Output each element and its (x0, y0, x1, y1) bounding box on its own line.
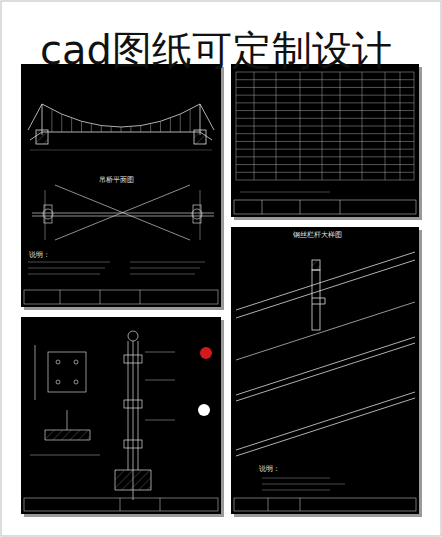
table-col-line (340, 72, 341, 180)
table-row-line (236, 87, 414, 88)
notes-lines (28, 262, 205, 274)
table-col-line (300, 72, 301, 180)
table-row-line (236, 126, 414, 127)
notes-lines (262, 478, 345, 490)
table-row-line (236, 102, 414, 103)
hanger-rod (140, 126, 141, 132)
drawing-panel (231, 64, 419, 217)
table-col-line (400, 72, 401, 180)
note-line (240, 192, 330, 193)
table-row-line (236, 172, 414, 173)
title-block (234, 200, 416, 214)
hanger-rod (150, 124, 151, 132)
drawing-panel (21, 64, 221, 307)
red-marker (200, 347, 212, 359)
hanger-rod (130, 127, 131, 132)
material-table (236, 72, 414, 192)
hanger-rod (101, 126, 102, 132)
note-heading: 说明： (28, 252, 51, 260)
hanger-rod (180, 114, 181, 132)
drawing-caption: 钢丝栏杆大样图 (292, 232, 343, 240)
table-row-line (236, 133, 414, 134)
hanger-rod (91, 124, 92, 132)
title-block (24, 290, 218, 304)
table-row-line (236, 164, 414, 165)
table-border (236, 72, 414, 180)
bridge-plan (32, 185, 214, 240)
drawing-panel (231, 227, 419, 514)
banner-title: cad图纸可定制设计 (40, 28, 392, 72)
bridge-elevation (28, 104, 214, 144)
hanger-rod (170, 118, 171, 132)
table-row-line (236, 79, 414, 80)
table-col-line (362, 72, 363, 180)
table-col-line (385, 72, 386, 180)
dimension-line (30, 150, 212, 151)
white-marker (198, 404, 210, 416)
hanger-rod (71, 118, 72, 132)
post-detail (115, 331, 175, 500)
anchor-detail (30, 345, 100, 455)
railing-detail (236, 252, 415, 456)
note-heading: 说明： (258, 466, 281, 474)
table-col-line (254, 72, 255, 180)
hanger-rod (51, 109, 52, 132)
hanger-rod (111, 127, 112, 132)
table-col-line (322, 72, 323, 180)
hanger-rod (121, 127, 122, 132)
table-row-line (236, 118, 414, 119)
hanger-rod (61, 114, 62, 132)
table-col-line (276, 72, 277, 180)
drawing-caption: 吊桥平面图 (98, 177, 135, 185)
table-row-line (236, 156, 414, 157)
drawing-panel (21, 317, 221, 514)
table-row-line (236, 95, 414, 96)
title-block (24, 498, 218, 511)
hanger-rod (160, 121, 161, 132)
hanger-rod (81, 121, 82, 132)
hanger-rod (190, 109, 191, 132)
table-row-line (236, 110, 414, 111)
table-row-line (236, 141, 414, 142)
bridge-hangers (52, 109, 190, 132)
title-block (234, 498, 416, 511)
table-row-line (236, 149, 414, 150)
